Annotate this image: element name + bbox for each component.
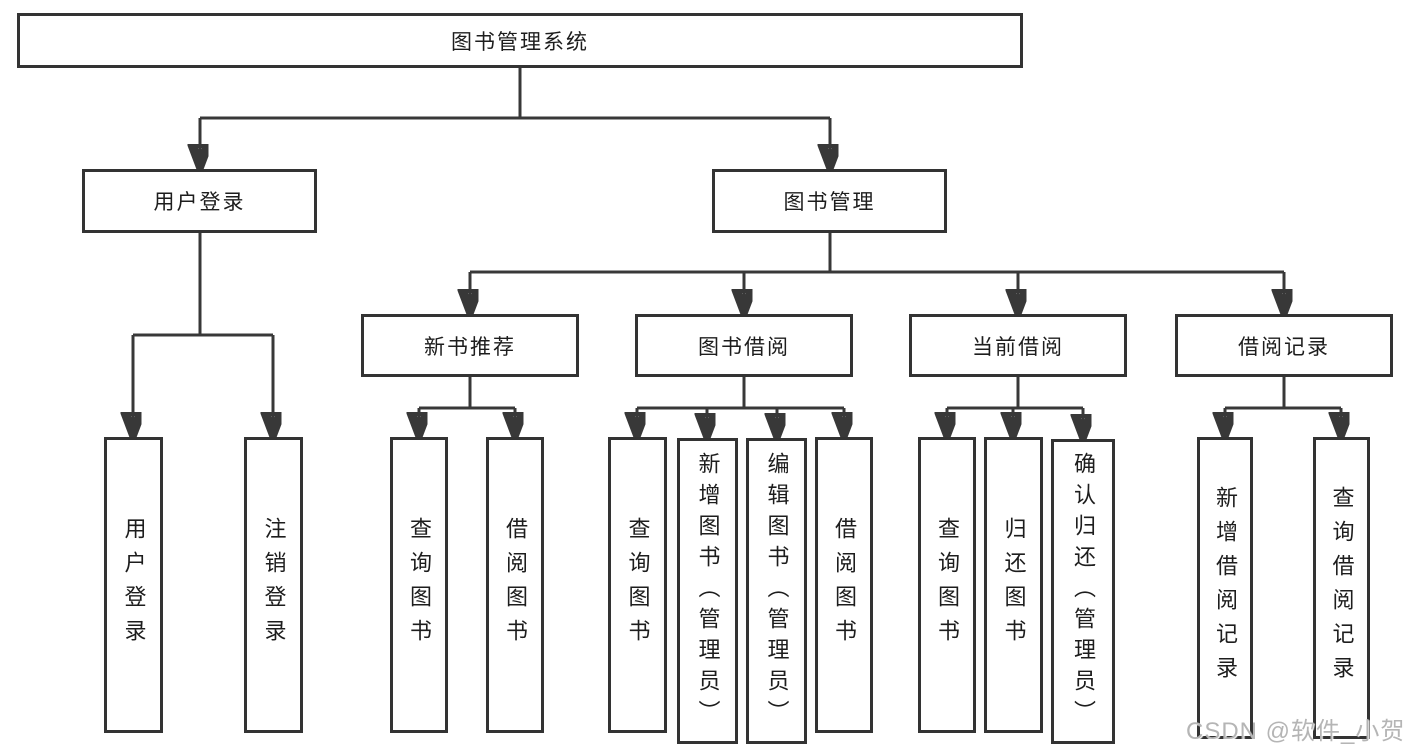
node-current-borrowing: 当前借阅 — [909, 314, 1127, 377]
connector-user-login — [133, 233, 273, 337]
leaf-logout-label: 注销登录 — [261, 517, 287, 653]
leaf-query-books-current: 查询图书 — [918, 437, 976, 733]
node-library-system: 图书管理系统 — [17, 13, 1023, 68]
leaf-query-books-newbook: 查询图书 — [390, 437, 448, 733]
leaf-edit-book-admin: 编辑图书（管理员） — [746, 438, 807, 744]
leaf-query-borrow-record-label: 查询借阅记录 — [1329, 486, 1355, 690]
leaf-add-borrow-record-label: 新增借阅记录 — [1213, 486, 1238, 690]
leaf-query-books-borrowing: 查询图书 — [608, 437, 667, 733]
leaf-confirm-return-admin-label: 确认归还（管理员） — [1071, 452, 1096, 731]
leaf-return-books: 归还图书 — [984, 437, 1043, 733]
leaf-add-borrow-record: 新增借阅记录 — [1197, 437, 1253, 739]
leaf-add-book-admin-label: 新增图书（管理员） — [695, 451, 721, 731]
leaf-borrow-books-borrowing-label: 借阅图书 — [832, 517, 857, 653]
connector-borrowing-records — [1225, 377, 1341, 410]
node-book-management: 图书管理 — [712, 169, 947, 233]
node-book-borrowing: 图书借阅 — [635, 314, 853, 377]
leaf-borrow-books-borrowing: 借阅图书 — [815, 437, 873, 733]
node-borrowing-records: 借阅记录 — [1175, 314, 1393, 377]
node-new-book-recommend: 新书推荐 — [361, 314, 579, 377]
connector-book-borrowing — [637, 377, 844, 410]
leaf-add-book-admin: 新增图书（管理员） — [677, 438, 738, 744]
node-borrowing-records-label: 借阅记录 — [1238, 335, 1330, 359]
leaf-borrow-books-newbook: 借阅图书 — [486, 437, 544, 733]
leaf-confirm-return-admin: 确认归还（管理员） — [1051, 439, 1115, 744]
leaf-edit-book-admin-label: 编辑图书（管理员） — [764, 451, 790, 731]
node-current-borrowing-label: 当前借阅 — [972, 335, 1064, 359]
csdn-watermark: CSDN @软件_小贺同学 — [1186, 718, 1405, 745]
connector-new-book — [419, 377, 515, 410]
connector-book-management — [470, 233, 1284, 274]
connector-root — [200, 68, 830, 120]
leaf-logout: 注销登录 — [244, 437, 303, 733]
leaf-query-books-current-label: 查询图书 — [935, 517, 960, 653]
leaf-query-borrow-record: 查询借阅记录 — [1313, 437, 1370, 739]
leaf-borrow-books-newbook-label: 借阅图书 — [503, 517, 528, 653]
node-book-management-label: 图书管理 — [783, 191, 876, 214]
leaf-return-books-label: 归还图书 — [1001, 517, 1027, 653]
leaf-user-login-label: 用户登录 — [121, 517, 147, 653]
leaf-query-books-newbook-label: 查询图书 — [407, 517, 432, 653]
node-user-login-label: 用户登录 — [153, 191, 246, 214]
node-new-book-recommend-label: 新书推荐 — [424, 335, 516, 359]
node-book-borrowing-label: 图书借阅 — [698, 335, 790, 359]
node-user-login: 用户登录 — [82, 169, 317, 233]
leaf-user-login: 用户登录 — [104, 437, 163, 733]
node-library-system-label: 图书管理系统 — [451, 30, 589, 54]
connector-current-borrowing — [947, 377, 1083, 410]
leaf-query-books-borrowing-label: 查询图书 — [625, 517, 651, 653]
